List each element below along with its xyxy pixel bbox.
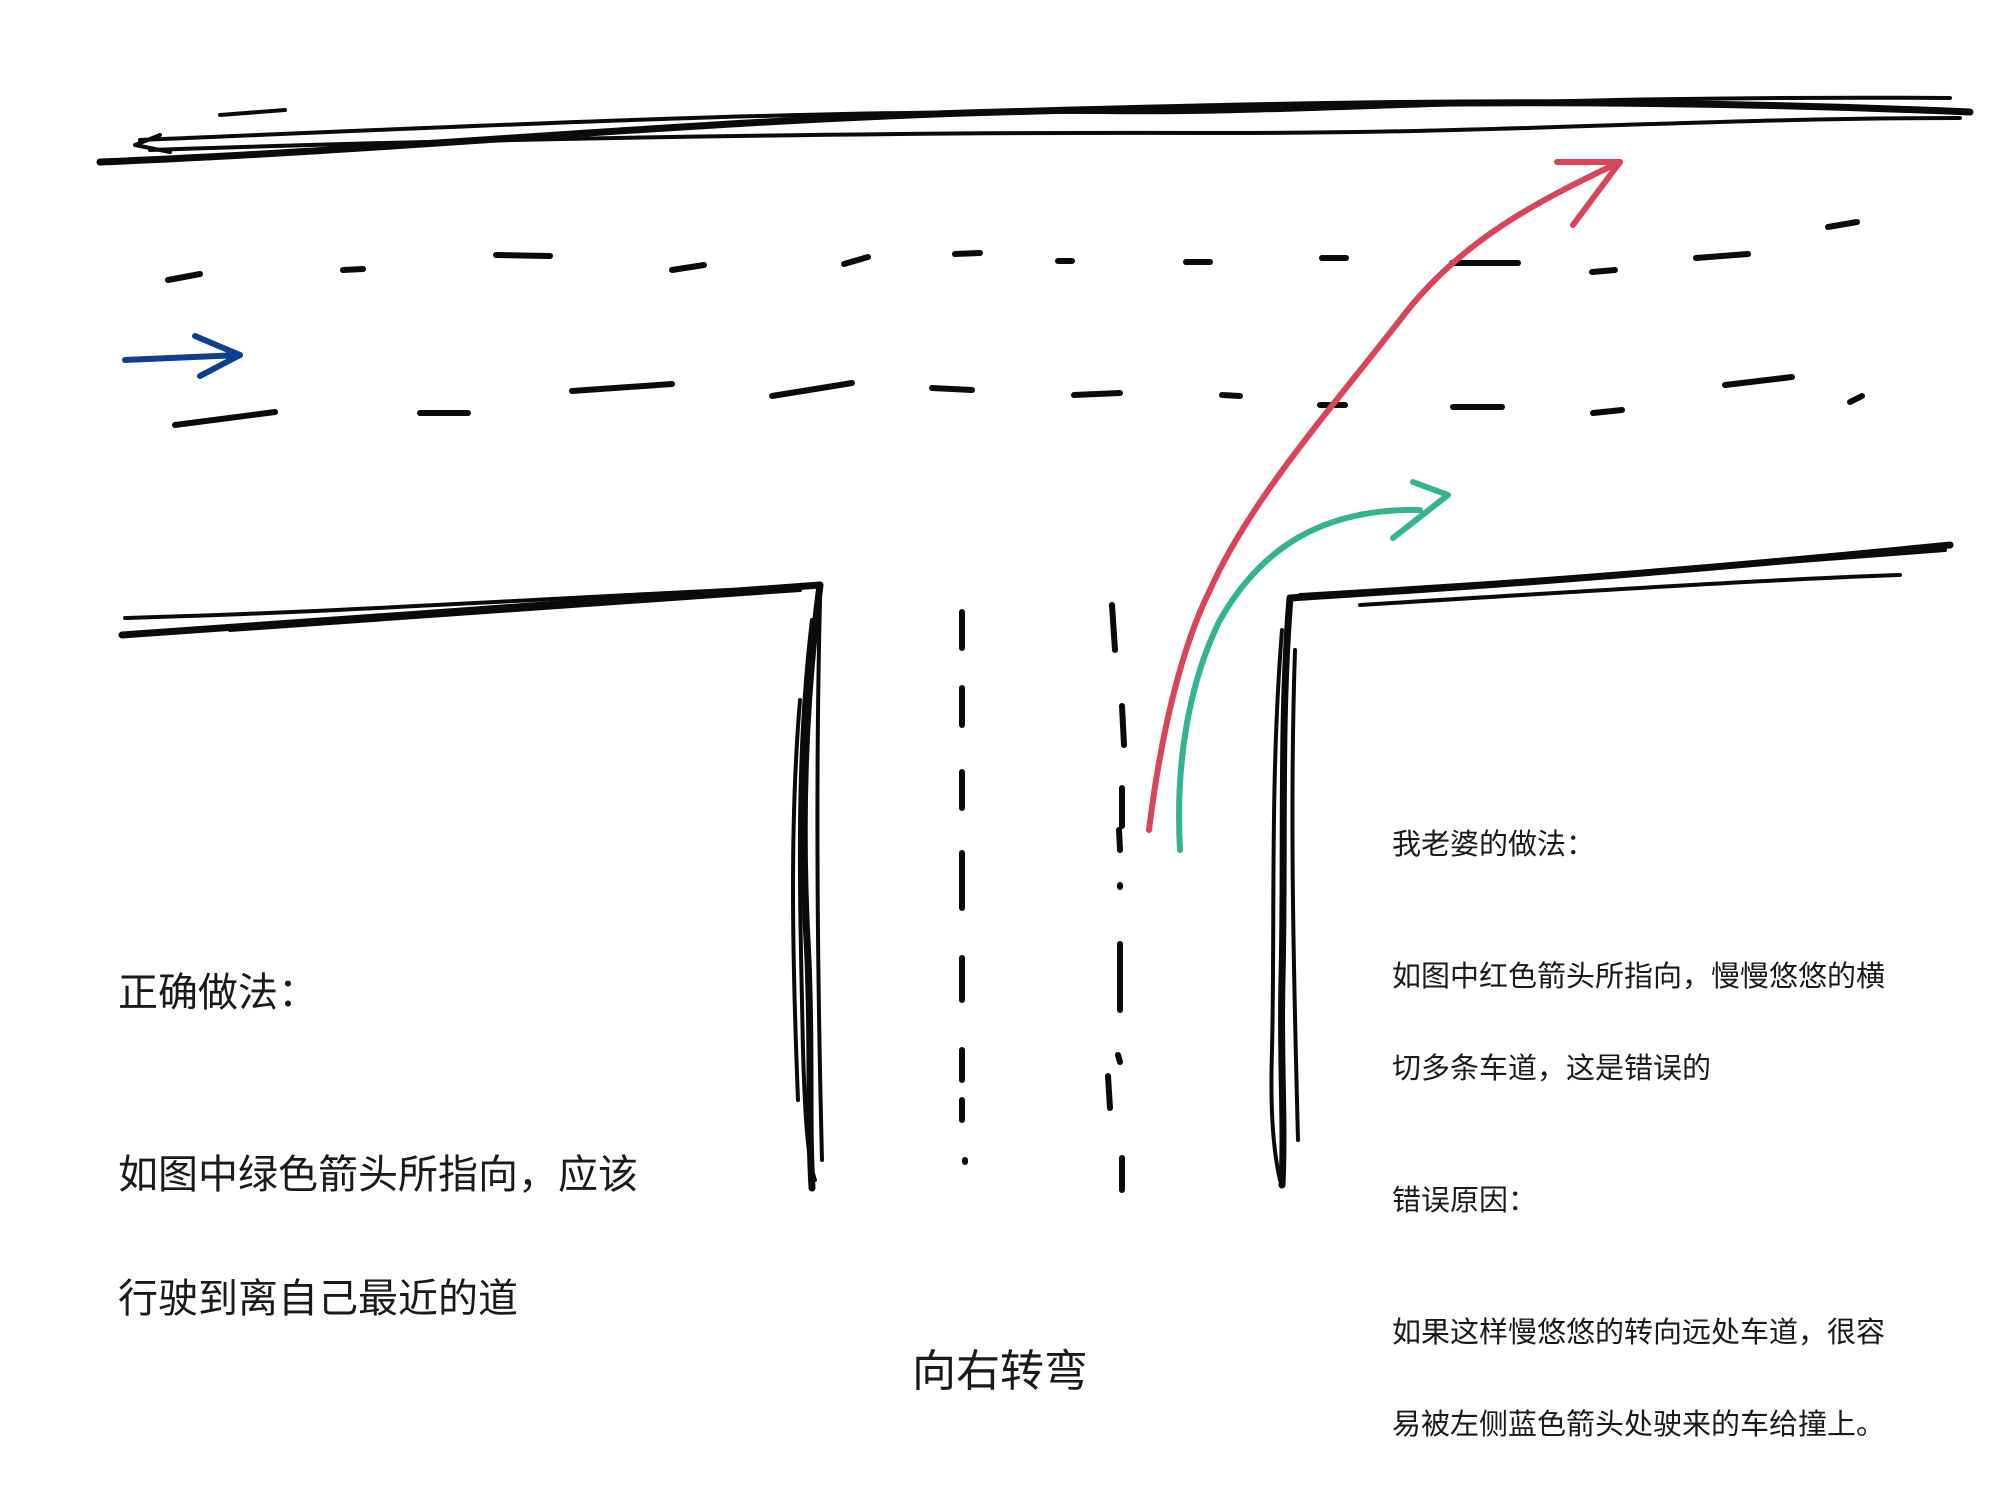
- diagram-caption: 向右转弯: [912, 1346, 1088, 1397]
- wife-method-note: 我老婆的做法： 如图中红色箭头所指向，慢慢悠悠的横 切多条车道，这是错误的 错误…: [1392, 775, 1992, 1493]
- wife-method-title: 我老婆的做法：: [1392, 827, 1596, 861]
- correct-method-line: 如图中绿色箭头所指向，应该: [118, 1152, 638, 1198]
- blue-arrow-icon: [122, 333, 243, 379]
- lane-divider-lower: [172, 374, 1865, 428]
- red-arrow-icon: [1146, 159, 1623, 833]
- main-road-bottom-left-edge: [118, 581, 824, 639]
- side-road-lane-divider-right: [1105, 602, 1127, 1193]
- side-road-lane-divider-left: [959, 609, 968, 1165]
- error-reason-title: 错误原因：: [1392, 1183, 1538, 1217]
- main-road-bottom-right-edge: [1286, 541, 1954, 607]
- correct-method-line: 行驶到离自己最近的道: [118, 1276, 518, 1322]
- green-arrow-icon: [1176, 479, 1451, 853]
- side-road-left-edge: [791, 581, 824, 1192]
- lane-divider-upper: [165, 219, 1860, 283]
- error-reason-line: 易被左侧蓝色箭头处驶来的车给撞上。: [1392, 1407, 1886, 1441]
- wife-method-line: 如图中红色箭头所指向，慢慢悠悠的横: [1392, 959, 1886, 993]
- wife-method-line: 切多条车道，这是错误的: [1392, 1051, 1712, 1085]
- side-road-right-edge: [1269, 594, 1300, 1189]
- error-reason-line: 如果这样慢悠悠的转向远处车道，很容: [1392, 1315, 1886, 1349]
- correct-method-title: 正确做法：: [118, 970, 318, 1016]
- correct-method-note: 正确做法： 如图中绿色箭头所指向，应该 行驶到离自己最近的道: [118, 900, 718, 1392]
- main-road-top-edge: [96, 95, 1974, 166]
